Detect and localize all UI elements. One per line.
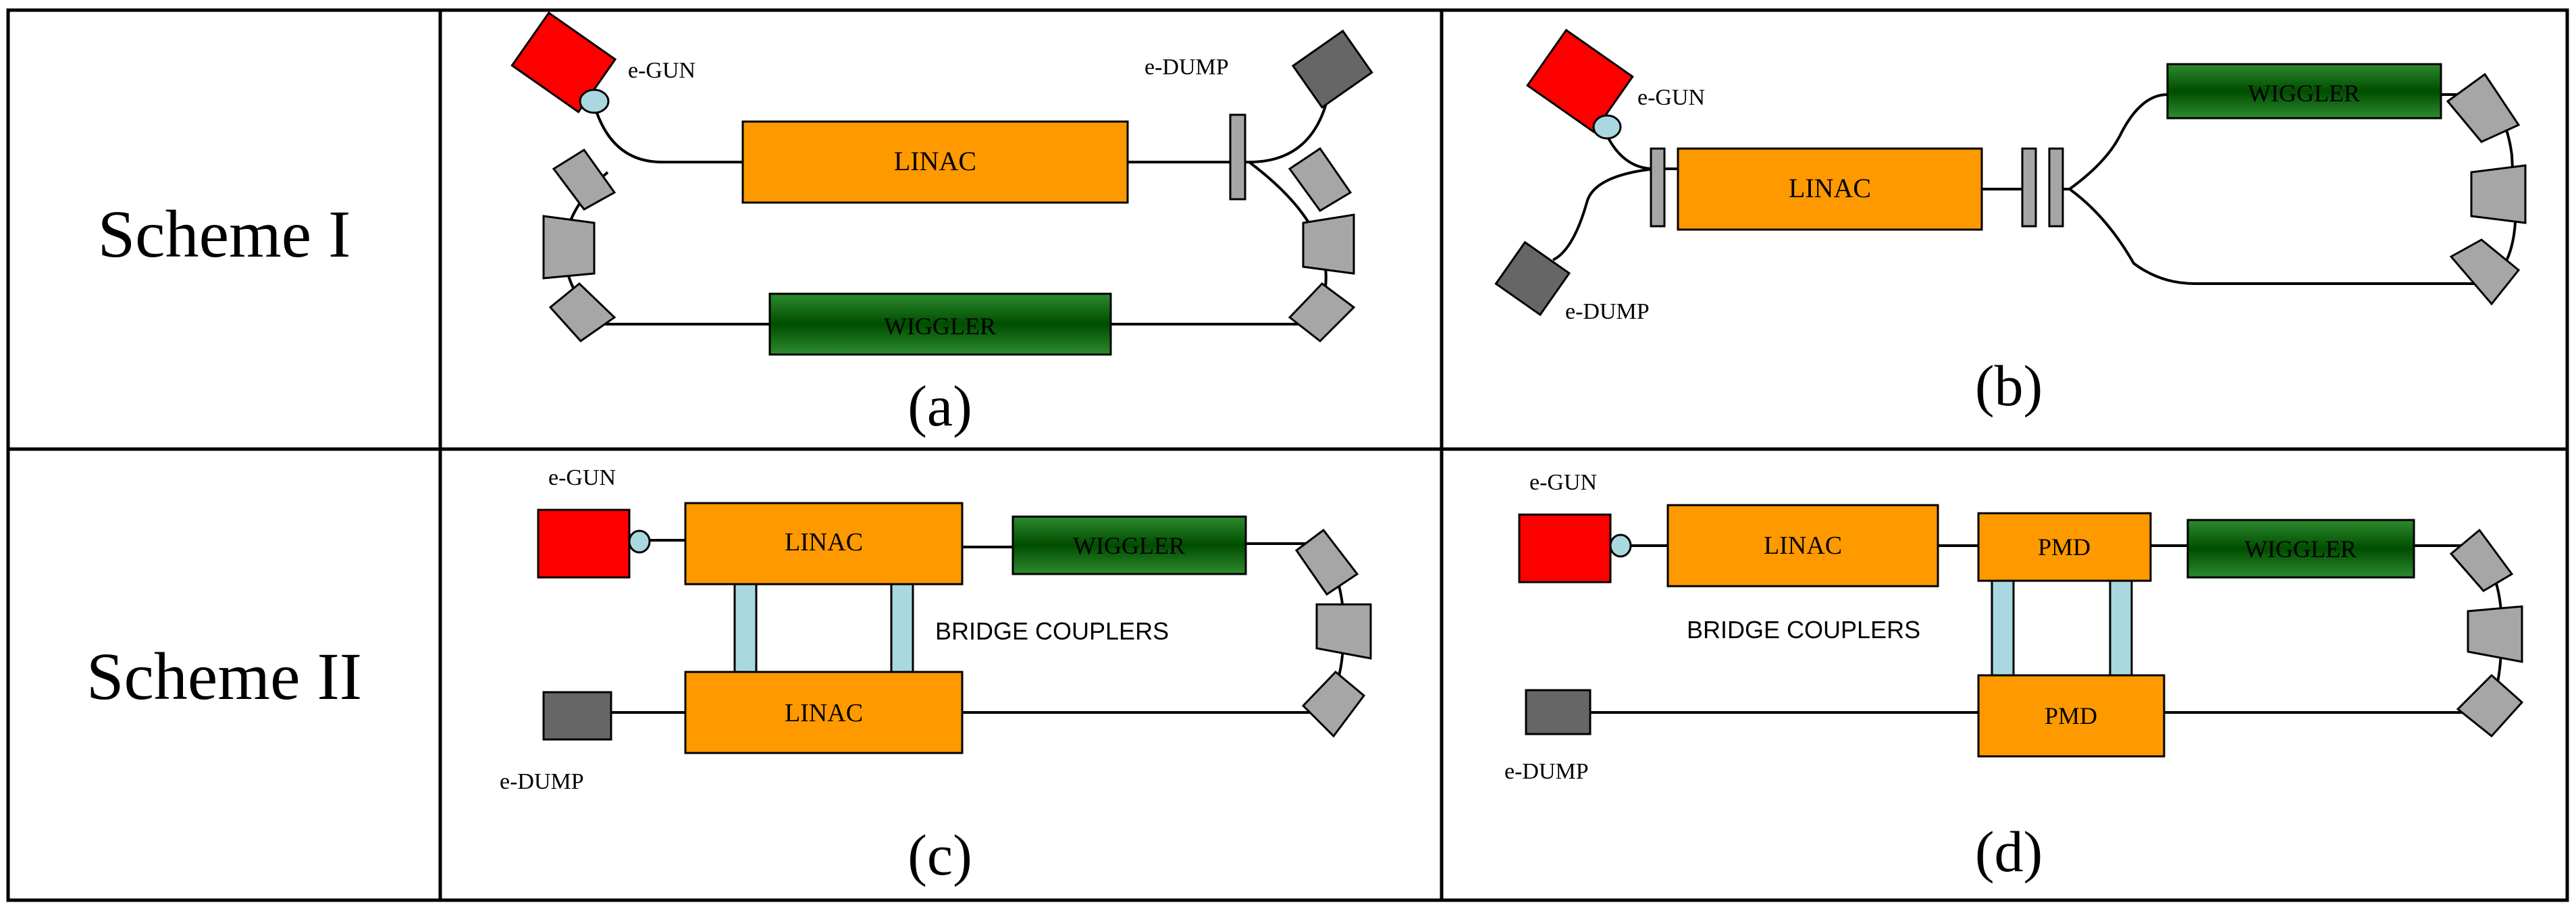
pmd-top-block [1977, 512, 2152, 582]
linac-top-block [684, 502, 964, 585]
pmd-top-label: PMD [2038, 533, 2091, 561]
panel-a: LINAC WIGGLER e-GUN e-DUMP (a) [510, 11, 1373, 438]
caption-b: (b) [1975, 353, 2043, 418]
e-dump-block [1525, 689, 1592, 735]
e-gun-label: e-GUN [548, 465, 616, 490]
bridge-couplers [733, 583, 914, 673]
linac-bottom-block [684, 671, 964, 754]
caption-a: (a) [908, 373, 972, 438]
gun-nozzle-icon [628, 529, 651, 554]
e-gun-label: e-GUN [628, 58, 695, 83]
e-dump-label: e-DUMP [1145, 55, 1229, 80]
quad-magnets [1650, 147, 2064, 228]
linac-bottom-label: LINAC [785, 699, 863, 727]
e-gun-block [537, 509, 631, 579]
e-dump-block [1494, 240, 1571, 317]
arc-magnets [2449, 528, 2524, 738]
linac-block [1666, 504, 1939, 588]
panel-b: LINAC WIGGLER e-GUN e-DUMP (b) [1494, 28, 2527, 418]
e-dump-block [1291, 29, 1373, 109]
scheme-ii-label: Scheme II [86, 639, 362, 714]
pmd-bottom-label: PMD [2045, 702, 2097, 729]
e-dump-label: e-DUMP [500, 769, 584, 794]
gun-nozzle-icon [1592, 114, 1622, 140]
wiggler-label: WIGGLER [2244, 536, 2357, 563]
e-gun-label: e-GUN [1529, 470, 1597, 495]
panel-c: e-GUN LINAC LINAC BRIDGE COUPLERS WIGGLE… [500, 465, 1372, 887]
wiggler-block [2166, 63, 2442, 120]
linac-label: LINAC [894, 146, 976, 176]
table-grid [6, 8, 2569, 902]
linac-label: LINAC [1789, 173, 1871, 203]
wiggler-block [1011, 515, 1247, 575]
arc-magnets [1294, 528, 1372, 738]
caption-c: (c) [908, 823, 972, 887]
right-arc-magnets [1288, 147, 1356, 342]
wiggler-block [2186, 519, 2415, 579]
wiggler-block [768, 292, 1112, 356]
wiggler-label: WIGGLER [1073, 532, 1185, 559]
bridge-couplers [1991, 579, 2133, 677]
e-dump-label: e-DUMP [1565, 299, 1650, 324]
e-gun-block [510, 11, 617, 113]
panel-d: e-GUN LINAC PMD PMD BRIDGE COUPLERS WIGG… [1504, 470, 2524, 884]
e-dump-block [542, 691, 612, 741]
e-dump-label: e-DUMP [1504, 759, 1589, 784]
e-gun-label: e-GUN [1637, 85, 1705, 110]
linac-label: LINAC [1764, 531, 1842, 560]
gun-nozzle-icon [579, 88, 610, 114]
linac-top-label: LINAC [785, 528, 863, 556]
pmd-bottom-block [1977, 674, 2165, 758]
left-arc-magnets [542, 148, 616, 342]
arc-magnets [2446, 72, 2527, 306]
e-gun-block [1518, 513, 1612, 583]
bridge-couplers-label: BRIDGE COUPLERS [1687, 616, 1920, 644]
steering-magnet [1229, 113, 1246, 201]
scheme-i-label: Scheme I [98, 197, 351, 271]
gun-nozzle-icon [1609, 533, 1632, 558]
wiggler-label: WIGGLER [2248, 80, 2360, 107]
bridge-couplers-label: BRIDGE COUPLERS [935, 617, 1169, 645]
caption-d: (d) [1975, 819, 2043, 884]
linac-block [741, 120, 1129, 204]
e-gun-block [1526, 28, 1634, 134]
wiggler-label: WIGGLER [884, 313, 996, 340]
linac-block [1677, 147, 1983, 231]
